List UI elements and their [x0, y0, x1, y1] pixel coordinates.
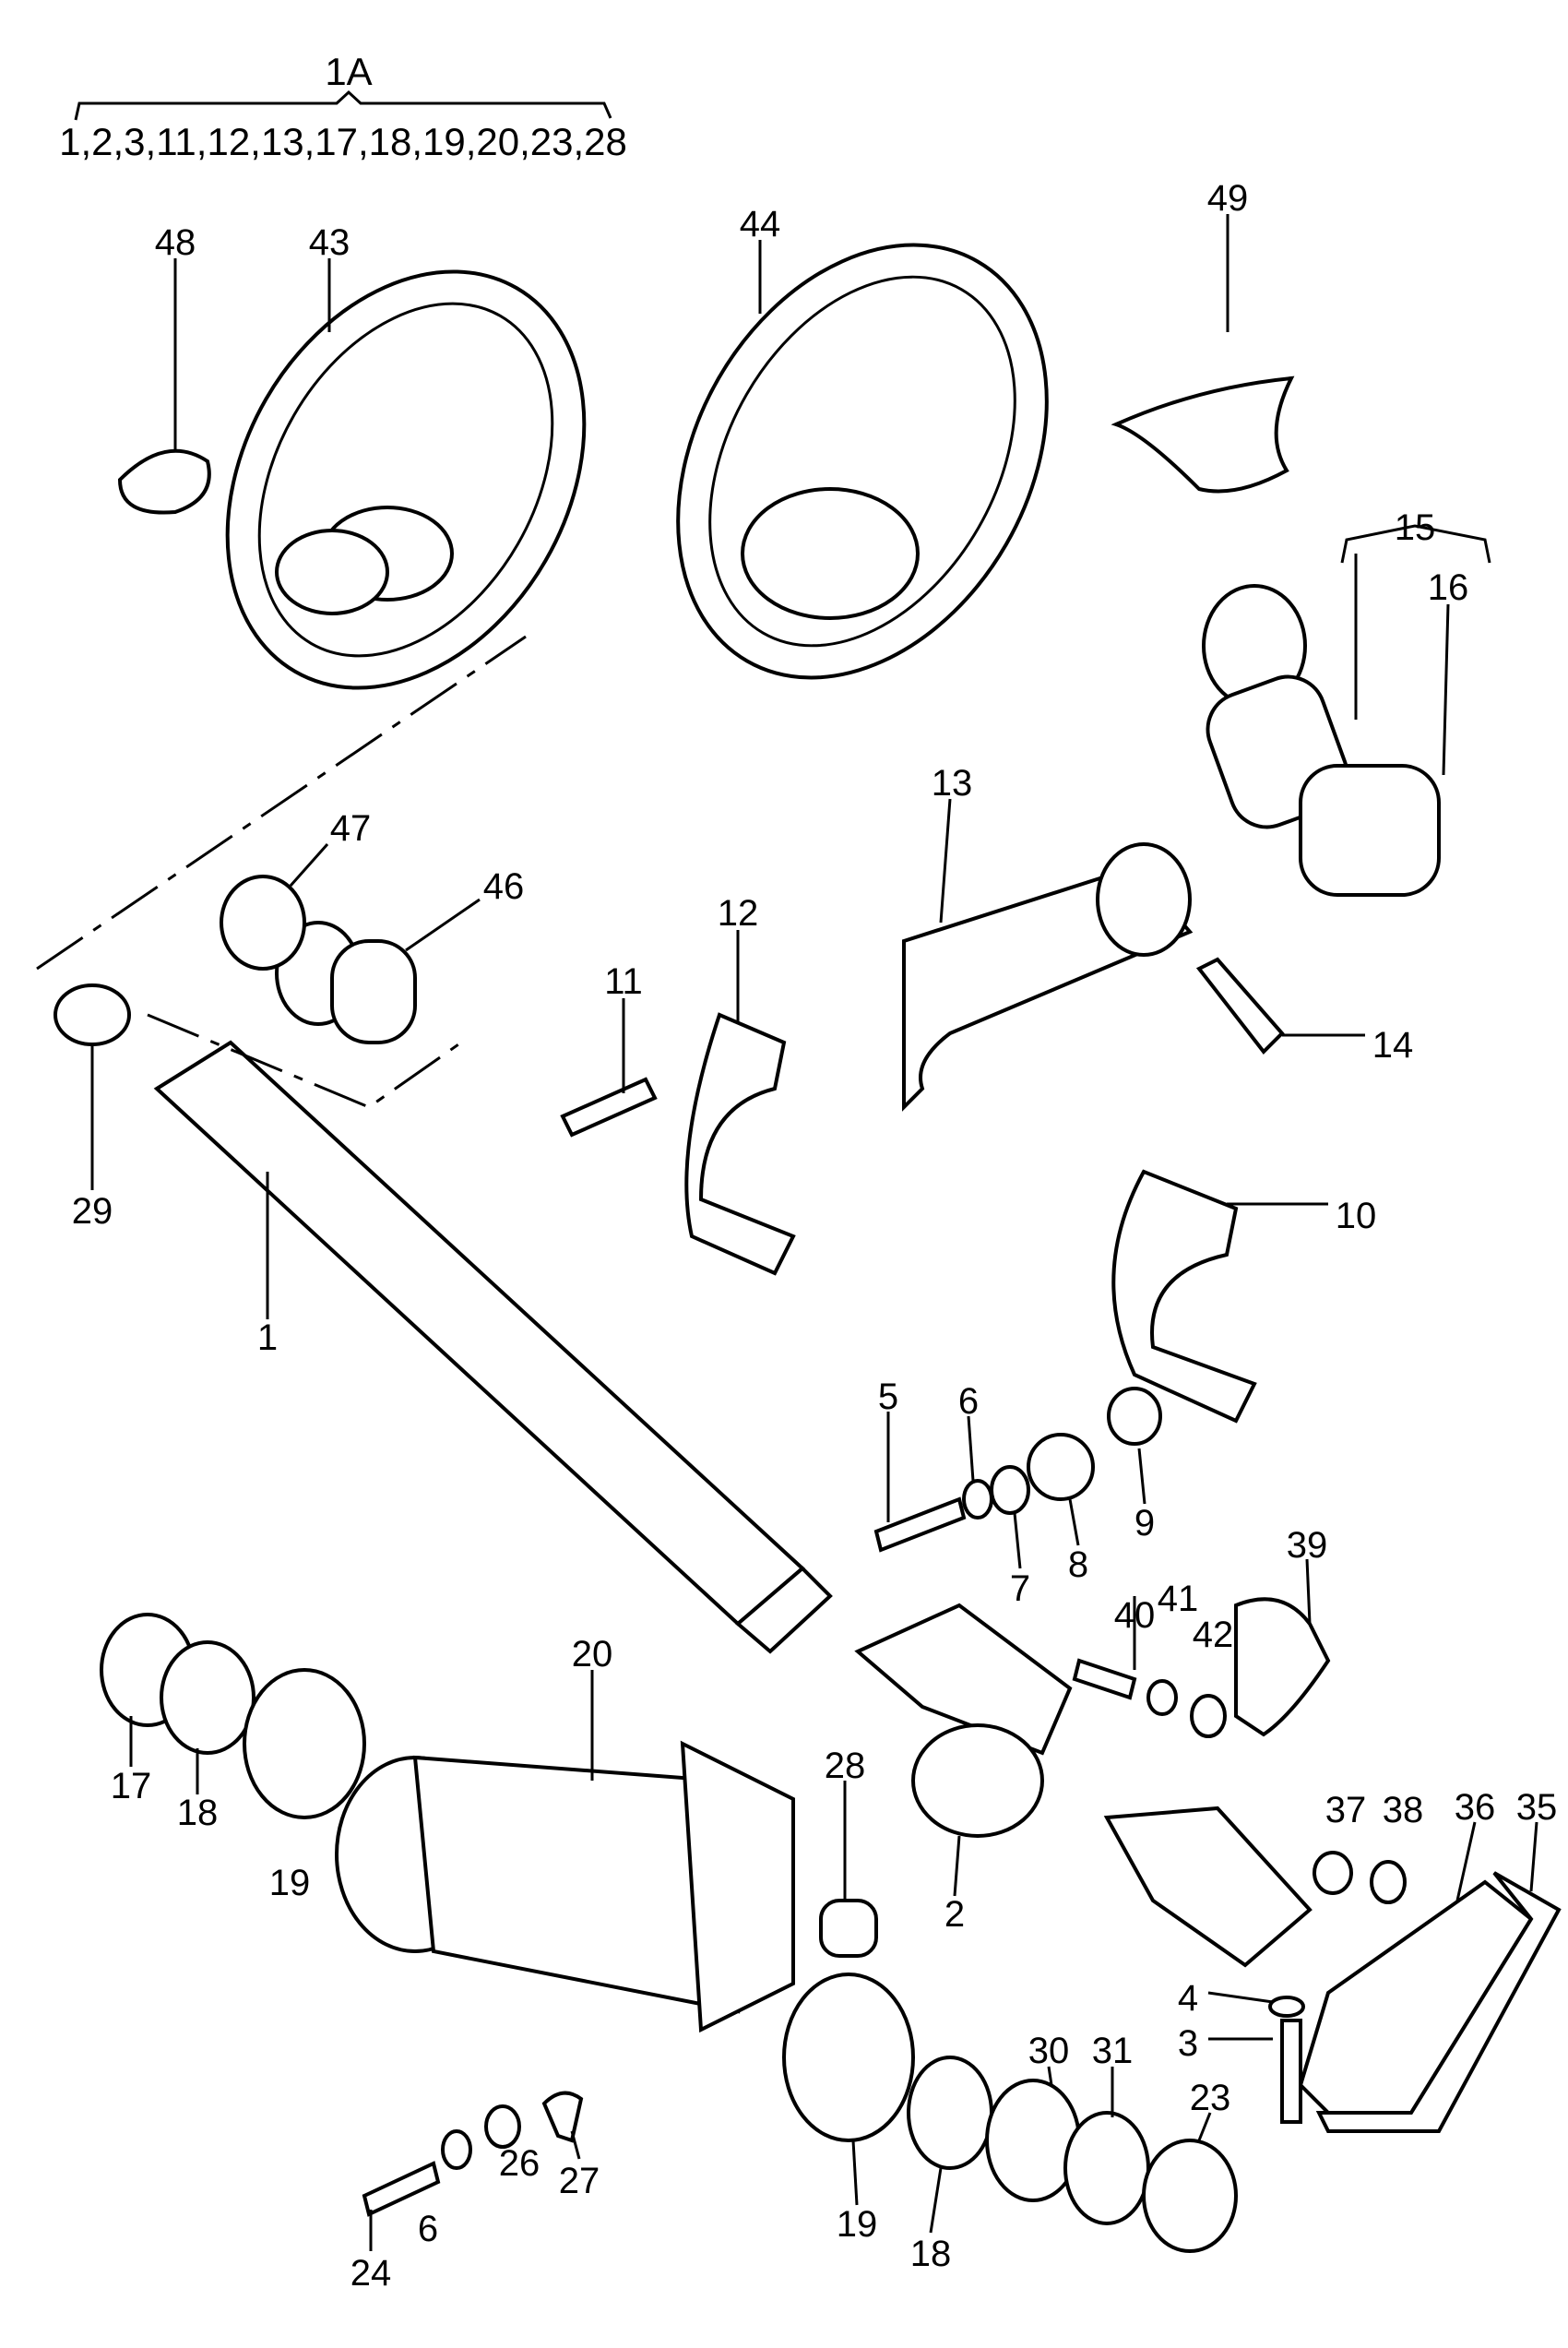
label-44: 44 — [740, 204, 781, 244]
label-2: 2 — [944, 1894, 965, 1935]
washer-4 — [1268, 1996, 1305, 2018]
horn-pad-49 — [1111, 375, 1295, 494]
label-31: 31 — [1092, 2031, 1134, 2071]
cover-39 — [1234, 1597, 1331, 1737]
label-37: 37 — [1325, 1790, 1367, 1830]
dash-guide-2 — [147, 1013, 462, 1109]
ring-47 — [220, 875, 306, 971]
label-48: 48 — [155, 222, 196, 263]
bolt-24 — [362, 2161, 441, 2217]
steering-shaft-1 — [53, 983, 833, 1654]
label-29: 29 — [72, 1191, 113, 1232]
group-bracket — [74, 89, 612, 121]
label-17: 17 — [111, 1766, 152, 1806]
bushing-8 — [1027, 1433, 1095, 1501]
label-13: 13 — [932, 763, 973, 804]
leader-lines — [90, 214, 1538, 2251]
ring-18 — [160, 1640, 255, 1755]
label-46: 46 — [483, 866, 525, 907]
label-14: 14 — [1372, 1025, 1414, 1066]
label-19-lower: 19 — [837, 2204, 878, 2245]
label-3: 3 — [1178, 2023, 1198, 2064]
label-1: 1 — [257, 1317, 278, 1358]
label-4: 4 — [1178, 1978, 1198, 2019]
column-tube-20 — [335, 1740, 795, 2033]
label-6-lower: 6 — [418, 2209, 438, 2249]
label-10: 10 — [1336, 1196, 1377, 1236]
label-36: 36 — [1455, 1787, 1496, 1828]
washer-38 — [1370, 1860, 1407, 1904]
group-title: 1A — [325, 50, 372, 93]
label-5: 5 — [878, 1377, 898, 1417]
steering-wheel-44 — [676, 243, 1049, 680]
washer-6 — [962, 1479, 993, 1520]
ring-18-lower — [907, 2056, 993, 2170]
screw-40 — [1072, 1658, 1137, 1700]
nut-37 — [1313, 1851, 1353, 1895]
bushing-28 — [819, 1899, 878, 1958]
label-6: 6 — [958, 1381, 979, 1422]
steering-lock-15 — [1202, 584, 1441, 897]
dash-guide — [36, 635, 527, 971]
ring-31 — [1063, 2111, 1150, 2225]
bearing-19-lower — [782, 1973, 915, 2142]
label-7: 7 — [1010, 1568, 1030, 1609]
label-47: 47 — [330, 808, 372, 849]
washer-42 — [1190, 1694, 1227, 1738]
label-9: 9 — [1134, 1503, 1155, 1543]
label-42: 42 — [1193, 1615, 1234, 1655]
horn-cap-48 — [117, 448, 211, 515]
label-11: 11 — [604, 961, 643, 1002]
bushing-9 — [1107, 1387, 1162, 1446]
label-23: 23 — [1190, 2078, 1231, 2118]
label-18-lower: 18 — [910, 2234, 952, 2274]
clamp-10 — [1111, 1169, 1257, 1424]
gasket-35 — [1315, 1871, 1562, 2133]
bolt-3 — [1280, 2019, 1302, 2124]
label-19: 19 — [269, 1863, 311, 1903]
label-27: 27 — [559, 2161, 600, 2201]
label-20: 20 — [572, 1634, 613, 1675]
label-8: 8 — [1068, 1544, 1088, 1585]
label-41: 41 — [1158, 1579, 1199, 1619]
assembly-15-label: 15 — [1395, 507, 1436, 548]
screw-5 — [873, 1496, 967, 1553]
screw-11 — [560, 1077, 658, 1138]
clip-27 — [541, 2091, 584, 2143]
column-bracket-13 — [902, 842, 1194, 1112]
washer-6-lower — [441, 2129, 472, 2170]
label-16: 16 — [1428, 567, 1469, 608]
label-35: 35 — [1516, 1787, 1558, 1828]
label-18: 18 — [177, 1793, 219, 1833]
group-members: 1,2,3,11,12,13,17,18,19,20,23,28 — [59, 120, 627, 163]
label-49: 49 — [1207, 178, 1249, 219]
washer-7 — [990, 1465, 1030, 1515]
label-30: 30 — [1028, 2031, 1070, 2071]
label-26: 26 — [499, 2143, 540, 2184]
label-12: 12 — [718, 893, 759, 934]
washer-26 — [484, 2104, 521, 2149]
label-28: 28 — [825, 1746, 866, 1786]
label-39: 39 — [1287, 1525, 1328, 1566]
spring-23 — [1142, 2139, 1238, 2253]
label-38: 38 — [1383, 1790, 1424, 1830]
label-40: 40 — [1114, 1595, 1156, 1636]
label-43: 43 — [309, 222, 350, 263]
bolt-14 — [1195, 957, 1285, 1055]
bearing-19 — [243, 1668, 366, 1819]
clamp-12 — [684, 1012, 796, 1276]
universal-joint-2 — [854, 1603, 1313, 1968]
washer-41 — [1146, 1679, 1178, 1716]
steering-wheel-43 — [225, 269, 587, 690]
label-24: 24 — [350, 2253, 392, 2294]
